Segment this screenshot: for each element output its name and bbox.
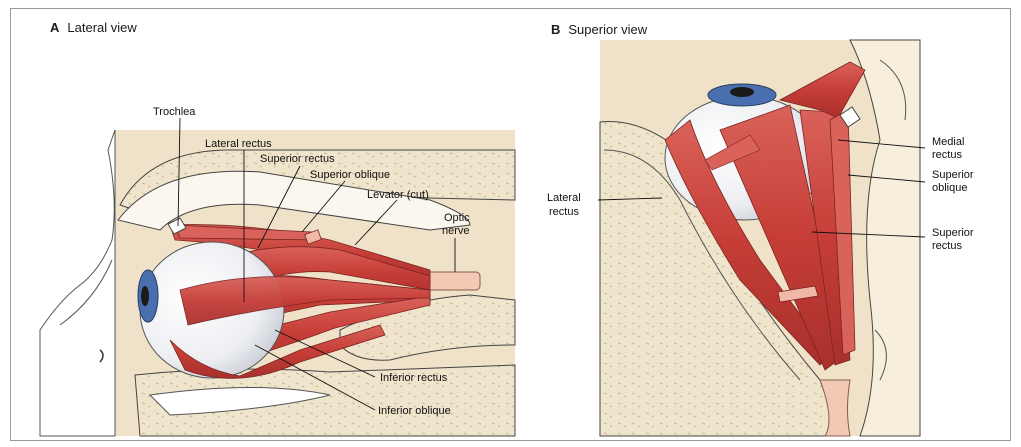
- label-lateral-rectus-b-line2: rectus: [549, 206, 579, 218]
- label-inferior-oblique-a: Inferior oblique: [378, 405, 451, 417]
- label-inferior-rectus-a: Inferior rectus: [380, 372, 448, 384]
- panel-b-illustration: Lateral rectus Medial rectus Superior ob…: [547, 40, 974, 436]
- label-medial-rectus-line2: rectus: [932, 149, 962, 161]
- optic-nerve: [425, 272, 480, 290]
- label-superior-rectus-b-line1: Superior: [932, 227, 974, 239]
- label-optic-nerve-line2: nerve: [442, 225, 470, 237]
- label-trochlea: Trochlea: [153, 106, 196, 118]
- label-medial-rectus-line1: Medial: [932, 136, 964, 148]
- label-superior-oblique-a: Superior oblique: [310, 169, 390, 181]
- label-superior-oblique-b-line2: oblique: [932, 182, 967, 194]
- pupil-b: [730, 87, 754, 97]
- label-superior-oblique-b-line1: Superior: [932, 169, 974, 181]
- label-optic-nerve-line1: Optic: [444, 212, 470, 224]
- face-profile: [40, 130, 115, 436]
- label-superior-rectus-b-line2: rectus: [932, 240, 962, 252]
- label-levator: Levator (cut): [367, 189, 429, 201]
- pupil-a: [141, 286, 149, 306]
- label-lateral-rectus-b-line1: Lateral: [547, 192, 581, 204]
- panel-a-illustration: Trochlea Lateral rectus Superior rectus …: [40, 106, 515, 436]
- label-superior-rectus-a: Superior rectus: [260, 153, 335, 165]
- label-lateral-rectus-a: Lateral rectus: [205, 138, 272, 150]
